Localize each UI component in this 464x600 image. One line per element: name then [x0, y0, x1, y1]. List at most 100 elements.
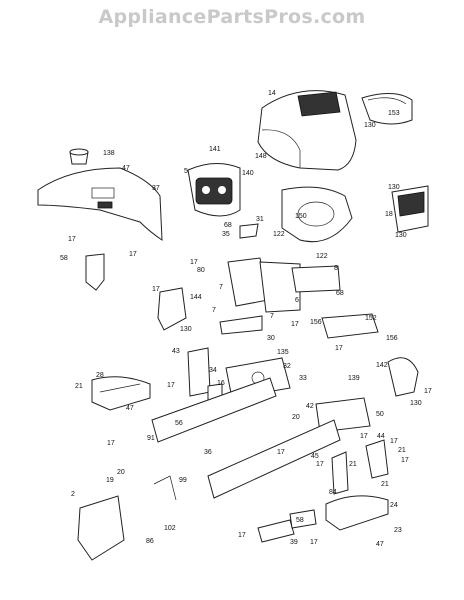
callout-47: 47 [126, 405, 134, 412]
part-console[interactable] [187, 163, 241, 217]
callout-139: 139 [348, 375, 360, 382]
callout-17: 17 [401, 457, 409, 464]
callout-141: 141 [209, 146, 221, 153]
callout-135: 135 [277, 349, 289, 356]
callout-19: 19 [106, 477, 114, 484]
callout-42: 42 [306, 403, 314, 410]
callout-68: 68 [224, 222, 232, 229]
part-block[interactable] [239, 223, 259, 239]
part-headlight-grille[interactable] [361, 93, 413, 125]
watermark: AppliancePartsPros.com [98, 6, 366, 28]
callout-17: 17 [277, 449, 285, 456]
callout-17: 17 [390, 438, 398, 445]
callout-17: 17 [190, 259, 198, 266]
callout-45: 45 [311, 453, 319, 460]
callout-5: 5 [184, 168, 188, 175]
callout-31: 31 [256, 216, 264, 223]
callout-130: 130 [410, 400, 422, 407]
callout-91: 91 [147, 435, 155, 442]
part-frame-rail-left[interactable] [151, 377, 277, 443]
callout-68: 68 [336, 290, 344, 297]
part-bracket-142[interactable] [387, 357, 419, 397]
callout-102: 102 [164, 525, 176, 532]
part-bracket-44[interactable] [365, 439, 389, 479]
callout-32: 32 [283, 363, 291, 370]
callout-37: 37 [152, 185, 160, 192]
callout-17: 17 [335, 345, 343, 352]
part-lever[interactable] [157, 287, 187, 331]
callout-152: 152 [365, 315, 377, 322]
part-hood-liner[interactable] [281, 186, 353, 243]
part-bracket-39[interactable] [257, 519, 295, 543]
callout-2: 2 [71, 491, 75, 498]
part-battery-tray[interactable] [321, 313, 379, 339]
callout-16: 16 [217, 380, 225, 387]
callout-8: 8 [334, 265, 338, 272]
callout-130: 130 [395, 232, 407, 239]
callout-86: 86 [146, 538, 154, 545]
callout-50: 50 [376, 411, 384, 418]
callout-36: 36 [204, 449, 212, 456]
callout-140: 140 [242, 170, 254, 177]
callout-14: 14 [268, 90, 276, 97]
part-plate[interactable] [187, 347, 211, 397]
callout-33: 33 [299, 375, 307, 382]
callout-142: 142 [376, 362, 388, 369]
part-bracket-left[interactable] [85, 253, 105, 291]
callout-47: 47 [376, 541, 384, 548]
callout-138: 138 [103, 150, 115, 157]
callout-17: 17 [424, 388, 432, 395]
part-frame-rail-right[interactable] [207, 419, 341, 499]
callout-23: 23 [394, 527, 402, 534]
callout-17: 17 [291, 321, 299, 328]
callout-21: 21 [349, 461, 357, 468]
part-front-axle[interactable] [77, 495, 125, 561]
callout-150: 150 [295, 213, 307, 220]
part-rod[interactable] [153, 475, 177, 501]
callout-43: 43 [172, 348, 180, 355]
callout-34: 34 [209, 367, 217, 374]
callout-20: 20 [292, 414, 300, 421]
callout-84: 84 [329, 489, 337, 496]
part-bracket-84[interactable] [331, 451, 349, 495]
callout-7: 7 [212, 307, 216, 314]
callout-17: 17 [68, 236, 76, 243]
callout-156: 156 [310, 319, 322, 326]
callout-99: 99 [179, 477, 187, 484]
callout-130: 130 [364, 122, 376, 129]
callout-21: 21 [75, 383, 83, 390]
callout-17: 17 [238, 532, 246, 539]
part-dash-panel[interactable] [219, 257, 341, 335]
part-fender-dash[interactable] [37, 167, 163, 241]
callout-56: 56 [175, 420, 183, 427]
callout-122: 122 [316, 253, 328, 260]
callout-17: 17 [107, 440, 115, 447]
callout-122: 122 [273, 231, 285, 238]
callout-17: 17 [129, 251, 137, 258]
callout-47: 47 [122, 165, 130, 172]
callout-6: 6 [295, 297, 299, 304]
callout-17: 17 [310, 539, 318, 546]
part-grille[interactable] [391, 185, 429, 233]
callout-44: 44 [377, 433, 385, 440]
part-hood[interactable] [257, 90, 357, 171]
callout-17: 17 [316, 461, 324, 468]
callout-144: 144 [190, 294, 202, 301]
callout-148: 148 [255, 153, 267, 160]
callout-17: 17 [360, 433, 368, 440]
callout-7: 7 [219, 284, 223, 291]
callout-80: 80 [197, 267, 205, 274]
callout-20: 20 [117, 469, 125, 476]
part-cup-holder[interactable] [69, 148, 89, 165]
callout-156: 156 [386, 335, 398, 342]
callout-35: 35 [222, 231, 230, 238]
part-footrest-right[interactable] [325, 495, 389, 531]
callout-17: 17 [167, 382, 175, 389]
callout-39: 39 [290, 539, 298, 546]
callout-21: 21 [381, 481, 389, 488]
callout-130: 130 [388, 184, 400, 191]
callout-28: 28 [96, 372, 104, 379]
part-footrest-left[interactable] [91, 376, 151, 411]
part-bracket-58-bottom[interactable] [289, 509, 317, 529]
